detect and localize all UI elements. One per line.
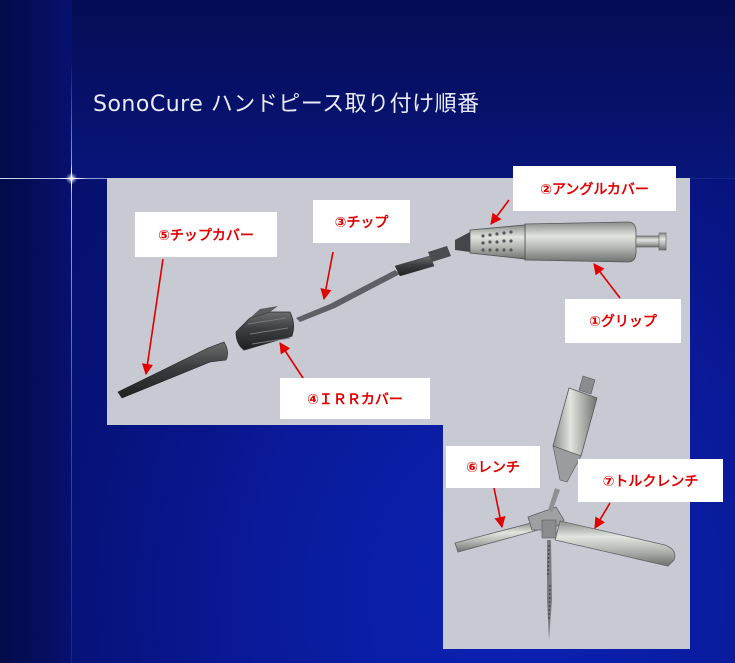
arrow-tip [320,251,334,301]
arrow-irr-cover [279,342,304,379]
label-irr-cover: ④ＩＲＲカバー [280,378,430,419]
top-band [0,0,735,180]
arrow-torque-wrench [594,502,611,529]
label-tip-cover: ⑤チップカバー [135,212,277,257]
slide-title: SonoCure ハンドピース取り付け順番 [93,92,480,117]
grip-part [524,221,667,263]
sparkle-icon [56,163,87,194]
angle-cover-part [455,224,526,260]
label-grip: ①グリップ [565,299,681,343]
tip-cover-part [117,341,228,399]
vertical-light-line [71,60,72,663]
tip-part [296,246,451,322]
arrow-grip [593,263,621,299]
label-angle-cover: ②アングルカバー [513,166,676,211]
arrow-tip-cover [141,258,164,376]
irr-cover-part [235,306,294,351]
left-band [0,0,72,663]
wrench-assembly [454,375,676,640]
arrow-wrench [493,487,506,529]
label-wrench: ⑥レンチ [446,446,540,488]
arrow-angle-cover [490,199,510,225]
label-tip: ③チップ [313,200,410,243]
label-torque-wrench: ⑦トルクレンチ [578,459,723,502]
